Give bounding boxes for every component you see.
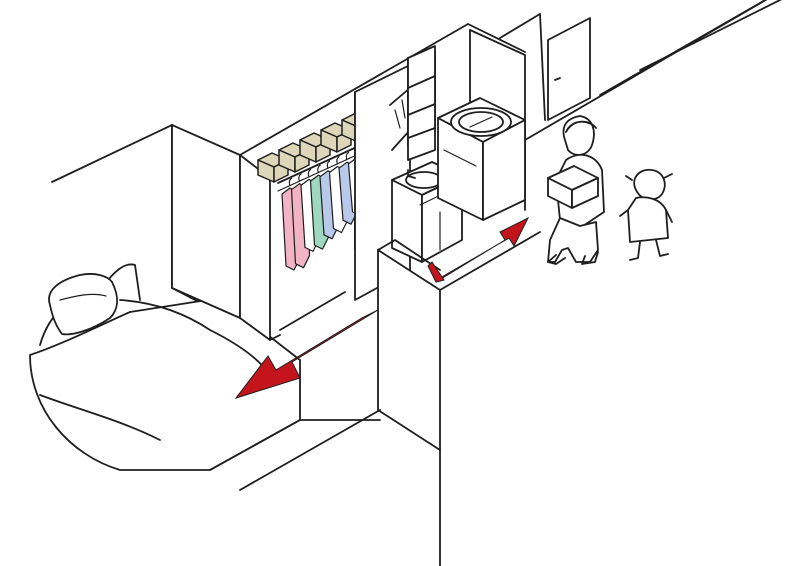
folded-laundry-box xyxy=(547,165,599,209)
arrow-closet-to-bedroom xyxy=(234,309,379,399)
towel-shelf xyxy=(407,45,436,161)
washing-machine xyxy=(437,97,526,221)
front-partition xyxy=(239,231,541,566)
arrow-washroom-to-hallway xyxy=(427,216,530,283)
storage-box xyxy=(320,122,352,153)
closet-floor xyxy=(279,291,346,331)
door xyxy=(547,17,591,121)
child-figure xyxy=(619,168,673,261)
pillow xyxy=(48,273,118,336)
